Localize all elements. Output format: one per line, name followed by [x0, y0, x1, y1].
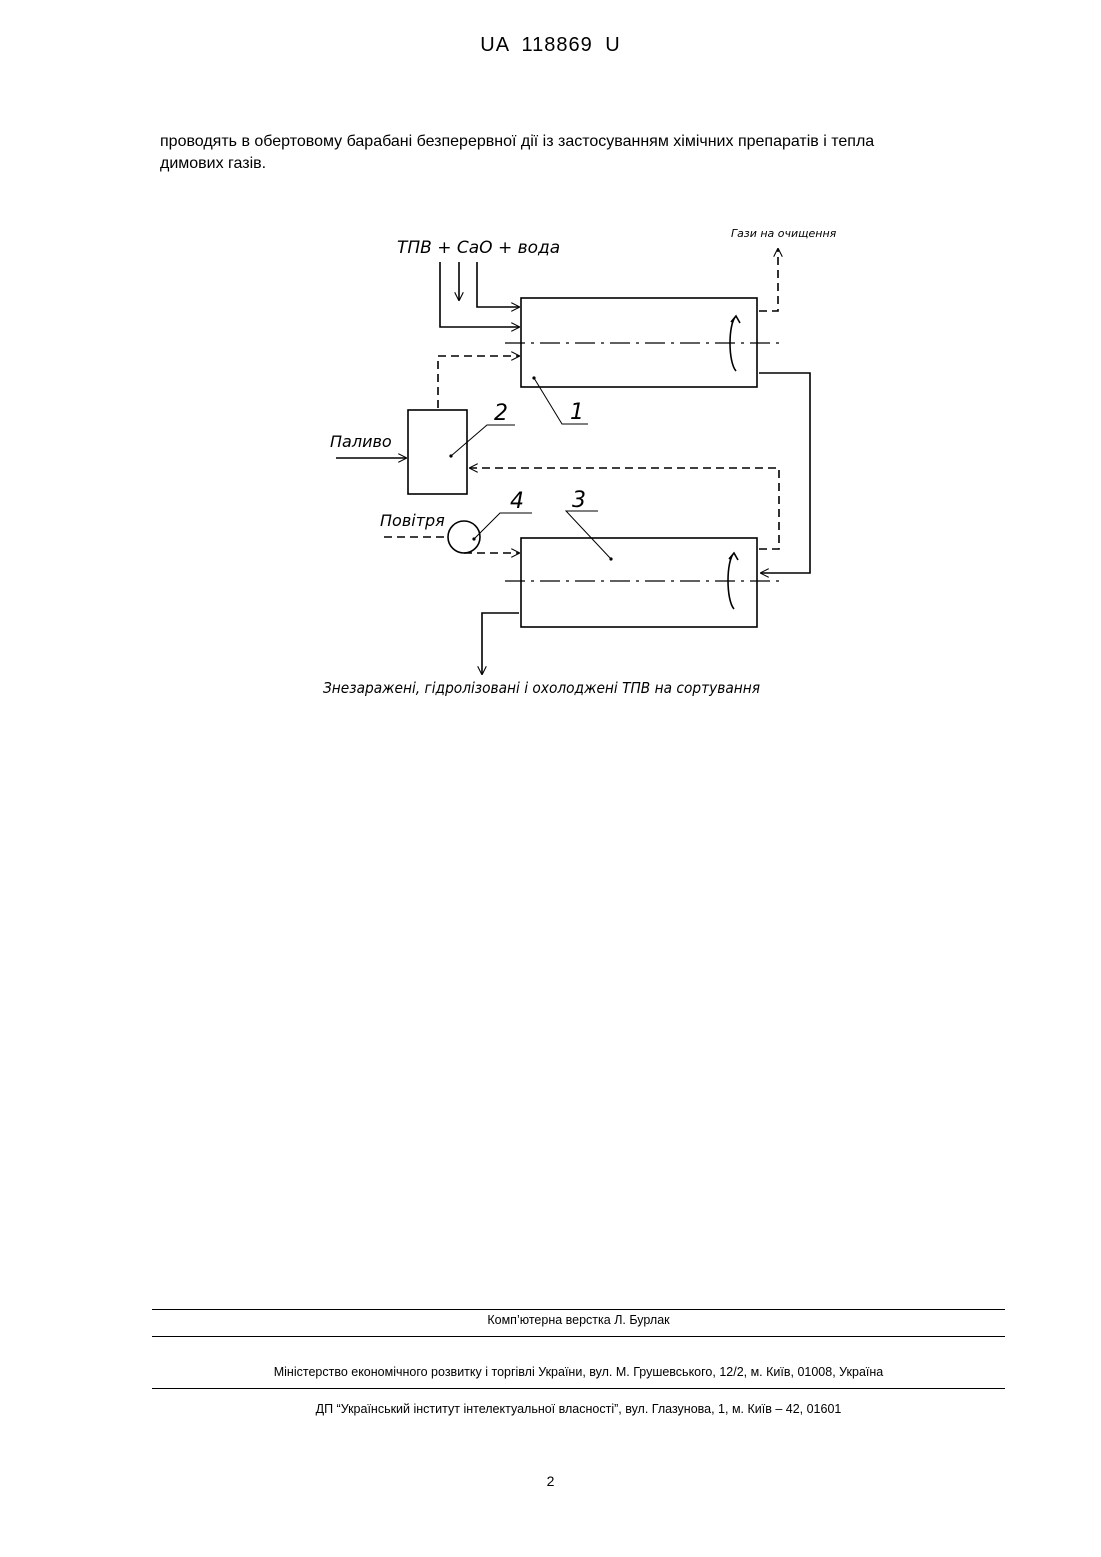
leader-2 — [451, 425, 515, 456]
exhaust-gas-line — [759, 249, 778, 311]
ref-label-1: 1 — [570, 400, 584, 425]
ref-label-4: 4 — [510, 489, 524, 514]
fuel-label: Паливо — [330, 432, 392, 451]
footer-rule-1 — [152, 1309, 1005, 1310]
gas-outlet-label: Гази на очищення — [731, 227, 837, 240]
furnace-2 — [408, 410, 467, 494]
fan-4 — [448, 521, 480, 553]
air-label: Повітря — [380, 511, 445, 530]
feed-line-upper — [477, 262, 519, 307]
input-label: ТПВ + CaO + вода — [397, 238, 560, 258]
ref-label-2: 2 — [494, 401, 508, 426]
footer-typesetting: Комп’ютерна верстка Л. Бурлак — [152, 1313, 1005, 1327]
product-output-line — [482, 613, 519, 674]
footer-ministry: Міністерство економічного розвитку і тор… — [152, 1365, 1005, 1379]
footer-rule-3 — [152, 1388, 1005, 1389]
output-label: Знезаражені, гідролізовані і охолоджені … — [323, 679, 760, 697]
page-number: 2 — [0, 1473, 1101, 1489]
drum-3 — [521, 538, 757, 627]
footer-institute: ДП “Український інститут інтелектуальної… — [152, 1402, 1005, 1416]
solids-transfer-line — [759, 373, 810, 573]
leader-4 — [474, 513, 532, 539]
footer-rule-2 — [152, 1336, 1005, 1337]
feed-line-lower — [440, 262, 519, 327]
leader-3 — [566, 511, 611, 559]
ref-label-3: 3 — [572, 488, 586, 513]
